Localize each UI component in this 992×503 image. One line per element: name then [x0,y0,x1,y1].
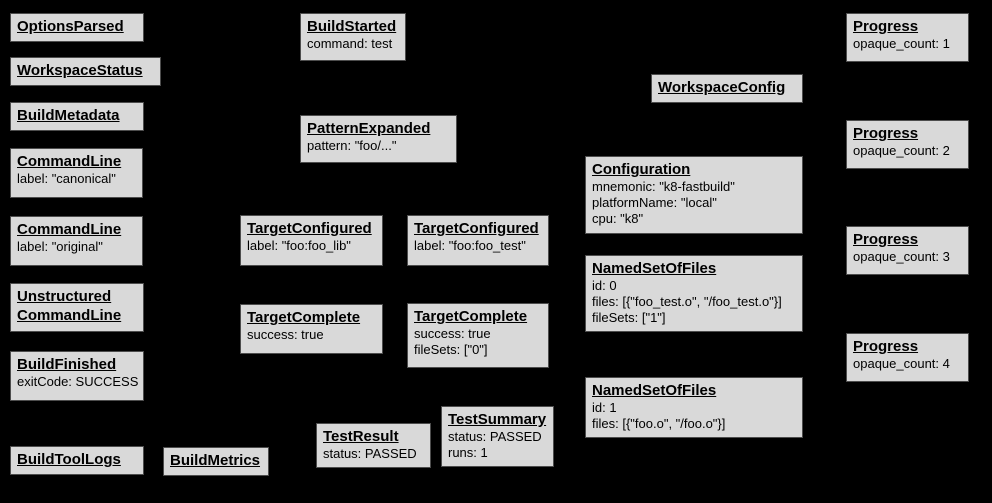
node-commandline-canonical: CommandLine label: "canonical" [10,148,143,198]
node-build-metrics: BuildMetrics [163,447,269,476]
node-title: TargetComplete [247,309,361,326]
node-title: Configuration [592,161,691,178]
node-target-configured-foo-lib: TargetConfigured label: "foo:foo_lib" [240,215,383,266]
node-field: success: true [247,327,324,342]
node-progress-4: Progress opaque_count: 4 [846,333,969,382]
node-test-result: TestResult status: PASSED [316,423,431,468]
node-title: Progress [853,338,919,355]
node-title: NamedSetOfFiles [592,260,717,277]
node-title: BuildStarted [307,18,397,35]
node-workspace-status: WorkspaceStatus [10,57,161,86]
node-field: label: "original" [17,239,103,254]
node-field: status: PASSED [323,446,417,461]
node-pattern-expanded: PatternExpanded pattern: "foo/..." [300,115,457,163]
node-field: success: true [414,326,491,341]
node-field: mnemonic: "k8-fastbuild" [592,179,735,194]
node-target-configured-foo-test: TargetConfigured label: "foo:foo_test" [407,215,549,266]
node-build-finished: BuildFinished exitCode: SUCCESS [10,351,144,401]
node-title: BuildFinished [17,356,117,373]
node-field: platformName: "local" [592,195,717,210]
node-field: opaque_count: 4 [853,356,950,371]
node-test-summary: TestSummary status: PASSED runs: 1 [441,406,554,467]
node-field: command: test [307,36,393,51]
node-title: PatternExpanded [307,120,431,137]
node-title: TestSummary [448,411,547,428]
node-workspace-config: WorkspaceConfig [651,74,803,103]
node-title: BuildMetadata [17,107,120,124]
node-field: status: PASSED [448,429,542,444]
node-title: TargetConfigured [414,220,539,237]
node-title: OptionsParsed [17,18,124,35]
node-field: exitCode: SUCCESS [17,374,139,389]
node-field: files: [{"foo.o", "/foo.o"}] [592,416,726,431]
node-title: Progress [853,125,919,142]
node-title: Unstructured CommandLine [17,288,122,324]
node-named-set-of-files-1: NamedSetOfFiles id: 1 files: [{"foo.o", … [585,377,803,438]
node-field: files: [{"foo_test.o", "/foo_test.o"}] [592,294,782,309]
node-field: cpu: "k8" [592,211,644,226]
node-build-metadata: BuildMetadata [10,102,144,131]
node-commandline-original: CommandLine label: "original" [10,216,143,266]
node-title: TargetConfigured [247,220,372,237]
node-field: pattern: "foo/..." [307,138,397,153]
node-progress-2: Progress opaque_count: 2 [846,120,969,169]
node-title: CommandLine [17,221,122,238]
node-target-complete-foo-lib: TargetComplete success: true [240,304,383,354]
node-target-complete-foo-test: TargetComplete success: true fileSets: [… [407,303,549,368]
node-title: NamedSetOfFiles [592,382,717,399]
node-field: label: "foo:foo_lib" [247,238,351,253]
node-progress-3: Progress opaque_count: 3 [846,226,969,275]
node-field: opaque_count: 2 [853,143,950,158]
node-options-parsed: OptionsParsed [10,13,144,42]
node-field: label: "canonical" [17,171,116,186]
node-title: Progress [853,18,919,35]
node-field: fileSets: ["1"] [592,310,666,325]
node-build-started: BuildStarted command: test [300,13,406,61]
node-title: TestResult [323,428,399,445]
node-field: id: 1 [592,400,617,415]
node-title: Progress [853,231,919,248]
node-title: BuildToolLogs [17,451,121,468]
node-field: id: 0 [592,278,617,293]
node-title: TargetComplete [414,308,528,325]
node-build-tool-logs: BuildToolLogs [10,446,144,475]
node-field: runs: 1 [448,445,488,460]
node-unstructured-commandline: Unstructured CommandLine [10,283,144,332]
node-title: WorkspaceConfig [658,79,786,96]
node-field: opaque_count: 1 [853,36,950,51]
node-field: opaque_count: 3 [853,249,950,264]
node-field: fileSets: ["0"] [414,342,488,357]
node-configuration: Configuration mnemonic: "k8-fastbuild" p… [585,156,803,234]
node-progress-1: Progress opaque_count: 1 [846,13,969,62]
node-field: label: "foo:foo_test" [414,238,526,253]
node-title: WorkspaceStatus [17,62,143,79]
node-title: CommandLine [17,153,122,170]
node-named-set-of-files-0: NamedSetOfFiles id: 0 files: [{"foo_test… [585,255,803,332]
node-title: BuildMetrics [170,452,261,469]
